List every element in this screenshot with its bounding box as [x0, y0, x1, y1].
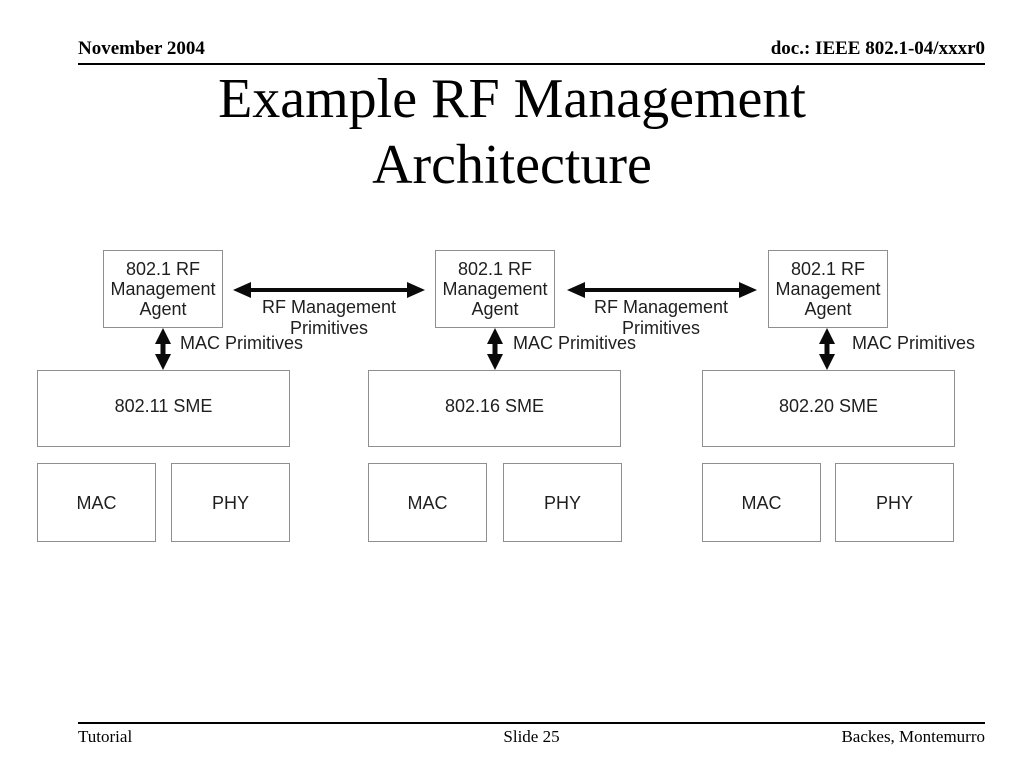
rf-primitives-arrow-1 — [233, 282, 425, 298]
mac-box-3: MAC — [702, 463, 821, 542]
slide-footer: Slide 25 Tutorial Backes, Montemurro — [78, 722, 985, 747]
agent-box-2: 802.1 RF Management Agent — [435, 250, 555, 328]
sme-box-802-11: 802.11 SME — [37, 370, 290, 447]
sme-box-802-16: 802.16 SME — [368, 370, 621, 447]
mac-box-2: MAC — [368, 463, 487, 542]
mac-primitives-arrow-3 — [819, 328, 835, 370]
mac-primitives-label-3: MAC Primitives — [852, 333, 976, 353]
header-date: November 2004 — [78, 38, 205, 59]
rf-primitives-arrow-2 — [567, 282, 757, 298]
agent-box-3: 802.1 RF Management Agent — [768, 250, 888, 328]
footer-authors: Backes, Montemurro — [841, 727, 985, 746]
footer-slide-number: Slide 25 — [503, 727, 560, 746]
footer-left-text: Tutorial — [78, 727, 133, 746]
sme-box-802-20: 802.20 SME — [702, 370, 955, 447]
phy-box-2: PHY — [503, 463, 622, 542]
mac-primitives-label-1: MAC Primitives — [180, 333, 304, 353]
mac-box-1: MAC — [37, 463, 156, 542]
rf-primitives-label-1: RF Management Primitives — [261, 297, 397, 338]
agent-box-1: 802.1 RF Management Agent — [103, 250, 223, 328]
rf-primitives-label-2: RF Management Primitives — [593, 297, 729, 338]
header-doc-id: doc.: IEEE 802.1-04/xxxr0 — [770, 38, 985, 59]
mac-primitives-arrow-2 — [487, 328, 503, 370]
phy-box-1: PHY — [171, 463, 290, 542]
phy-box-3: PHY — [835, 463, 954, 542]
slide-title: Example RF Management Architecture — [218, 68, 806, 196]
mac-primitives-arrow-1 — [155, 328, 171, 370]
slide-header: November 2004 doc.: IEEE 802.1-04/xxxr0 — [78, 38, 985, 65]
mac-primitives-label-2: MAC Primitives — [513, 333, 637, 353]
